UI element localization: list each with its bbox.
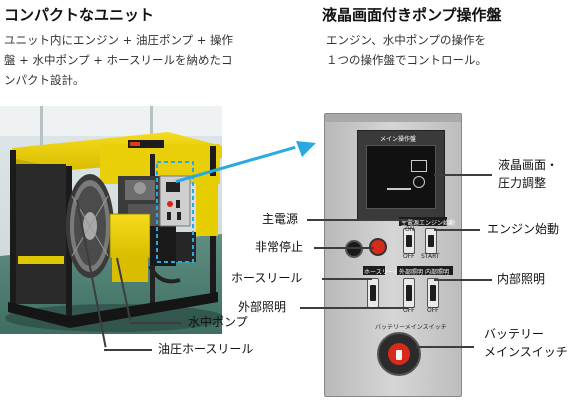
- label-internal-light: 内部照明: [497, 272, 546, 286]
- hose-reel-switch[interactable]: [367, 278, 379, 308]
- main-power-off-label: OFF: [403, 253, 415, 260]
- panel-screen-title: メイン操作盤: [380, 136, 417, 143]
- label-main-power: 主電源: [262, 212, 299, 226]
- label-lcd-line-1: 液晶画面・: [498, 158, 559, 172]
- label-battery-line-2: メインスイッチ: [484, 345, 568, 359]
- panel-label-ext-light: 外部照明: [399, 269, 424, 276]
- leader-external-light: [300, 307, 408, 309]
- external-light-off-label: OFF: [403, 307, 415, 314]
- leader-lcd: [434, 174, 492, 176]
- internal-light-switch[interactable]: [427, 278, 439, 308]
- label-emergency-stop: 非常停止: [255, 240, 304, 254]
- leader-battery: [416, 346, 474, 348]
- left-section-title: コンパクトなユニット: [4, 6, 155, 24]
- right-section-title: 液晶画面付きポンプ操作盤: [322, 6, 502, 24]
- leader-reel-horizontal: [104, 349, 152, 351]
- label-external-light: 外部照明: [238, 300, 287, 314]
- label-hose-reel: ホースリール: [231, 271, 303, 285]
- connector-arrow-head-icon: [296, 141, 316, 157]
- label-engine-start: エンジン始動: [487, 222, 560, 236]
- external-light-switch[interactable]: [403, 278, 415, 308]
- panel-label-hose: ホースリール: [364, 269, 400, 276]
- panel-label-int-light: 内部照明: [425, 269, 450, 276]
- control-panel-photo: メイン操作盤 主電源 エンジン始動 ON OFF START ホースリール 外部…: [324, 113, 462, 397]
- engine-start-label: START: [421, 253, 440, 260]
- leader-hose-reel: [322, 278, 372, 280]
- right-desc-line-1: エンジン、水中ポンプの操作を: [326, 33, 486, 47]
- leader-main-power: [307, 219, 407, 221]
- label-battery-line-1: バッテリー: [484, 327, 545, 341]
- leader-internal-light: [434, 279, 492, 281]
- internal-light-off-label: OFF: [427, 307, 439, 314]
- right-section-description: エンジン、水中ポンプの操作を １つの操作盤でコントロール。: [326, 30, 576, 70]
- key-switch[interactable]: [345, 240, 363, 258]
- left-desc-line-3: ンパクト設計。: [4, 73, 85, 87]
- right-desc-line-2: １つの操作盤でコントロール。: [326, 53, 487, 67]
- left-section-description: ユニット内にエンジン + 油圧ポンプ + 操作 盤 + 水中ポンプ + ホースリ…: [4, 30, 294, 90]
- label-hydraulic-hose-reel: 油圧ホースリール: [158, 342, 254, 356]
- main-power-switch[interactable]: [403, 228, 415, 254]
- left-desc-line-1: ユニット内にエンジン + 油圧ポンプ + 操作: [4, 33, 234, 47]
- unit-photo-illustration: [0, 106, 222, 334]
- engine-start-switch[interactable]: [425, 228, 437, 254]
- battery-main-switch[interactable]: [377, 332, 421, 376]
- leader-pump-horizontal: [130, 322, 182, 324]
- panel-label-battery: バッテリーメインスイッチ: [375, 324, 447, 331]
- panel-label-main-power: 主電源: [401, 220, 420, 227]
- label-submersible-pump: 水中ポンプ: [188, 315, 248, 329]
- panel-label-engine: エンジン始動: [419, 220, 456, 227]
- lcd-housing: メイン操作盤: [357, 130, 445, 220]
- lcd-screen: [366, 145, 436, 209]
- leader-engine-start: [434, 229, 480, 231]
- label-lcd-line-2: 圧力調整: [498, 176, 547, 190]
- leader-emergency: [314, 247, 374, 249]
- unit-photo: [0, 106, 222, 334]
- left-desc-line-2: 盤 + 水中ポンプ + ホースリールを納めたコ: [4, 53, 233, 67]
- main-power-on-label: ON: [405, 226, 415, 233]
